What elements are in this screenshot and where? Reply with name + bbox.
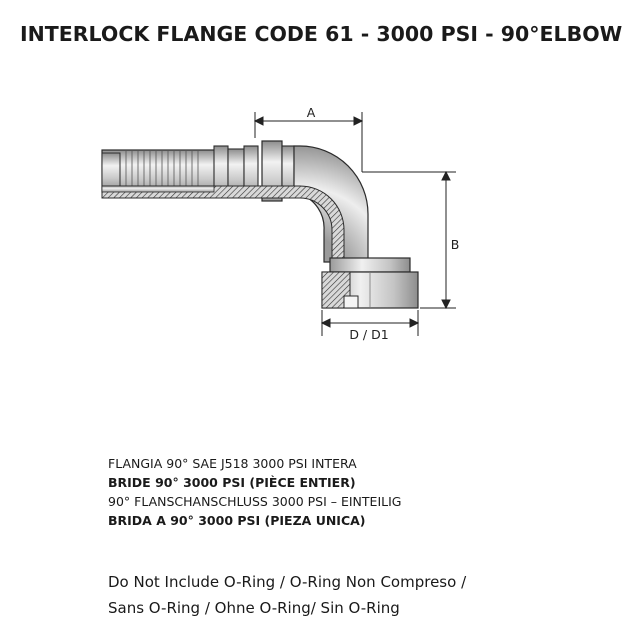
elbow-body (101, 145, 369, 263)
description-es: BRIDA A 90° 3000 PSI (PIEZA UNICA) (108, 513, 366, 528)
dimension-b (362, 170, 456, 310)
dimension-b-label: B (451, 237, 460, 252)
description-it: FLANGIA 90° SAE J518 3000 PSI INTERA (108, 456, 357, 471)
description-fr: BRIDE 90° 3000 PSI (PIÈCE ENTIER) (108, 475, 356, 490)
oring-note-line-2: Sans O-Ring / Ohne O-Ring/ Sin O-Ring (108, 599, 400, 617)
oring-note-line-1: Do Not Include O-Ring / O-Ring Non Compr… (108, 573, 467, 591)
page-title: INTERLOCK FLANGE CODE 61 - 3000 PSI - 90… (20, 22, 623, 46)
description-de: 90° FLANSCHANSCHLUSS 3000 PSI – EINTEILI… (108, 494, 402, 509)
dimension-d (320, 310, 420, 336)
dimension-d-label: D / D1 (349, 327, 388, 342)
multilingual-description: FLANGIA 90° SAE J518 3000 PSI INTERA BRI… (108, 454, 401, 530)
dimension-a (253, 112, 364, 172)
dimension-a-label: A (307, 105, 316, 120)
flange (321, 257, 419, 309)
oring-note: Do Not Include O-Ring / O-Ring Non Compr… (108, 569, 466, 621)
